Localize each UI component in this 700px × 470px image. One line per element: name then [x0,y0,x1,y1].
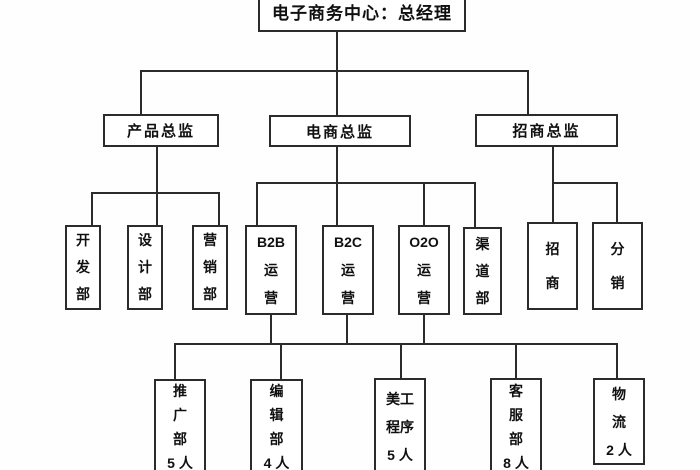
node-product-director: 产品总监 [103,114,219,147]
node-ecommerce-director: 电商总监 [269,115,411,147]
node-development-dept: 开 发 部 [65,225,101,310]
node-editorial-dept: 编 辑 部 4 人 [250,379,303,470]
investment-group-connectors [552,147,618,222]
node-b2c-operations: B2C 运 营 [322,225,374,315]
root-to-directors-connectors [140,32,529,115]
node-logistics-dept: 物 流 2 人 [593,378,645,465]
node-distribution-dept: 分 销 [592,222,643,310]
node-channel-dept: 渠 道 部 [463,227,502,315]
node-investment-director: 招商总监 [475,114,618,147]
operations-sub-connectors [174,315,618,379]
node-investment-dept: 招 商 [527,222,578,310]
node-o2o-operations: O2O 运 营 [398,225,450,315]
node-art-program-dept: 美工 程序 5 人 [374,378,426,470]
node-marketing-dept: 营 销 部 [192,225,228,310]
node-general-manager: 电子商务中心：总经理 [258,0,466,32]
node-design-dept: 设 计 部 [127,225,163,310]
node-promotion-dept: 推 广 部 5 人 [154,379,206,470]
node-b2b-operations: B2B 运 营 [245,225,297,315]
ecommerce-group-connectors [256,147,476,227]
node-customer-service-dept: 客 服 部 8 人 [490,378,542,470]
product-group-connectors [91,147,220,225]
